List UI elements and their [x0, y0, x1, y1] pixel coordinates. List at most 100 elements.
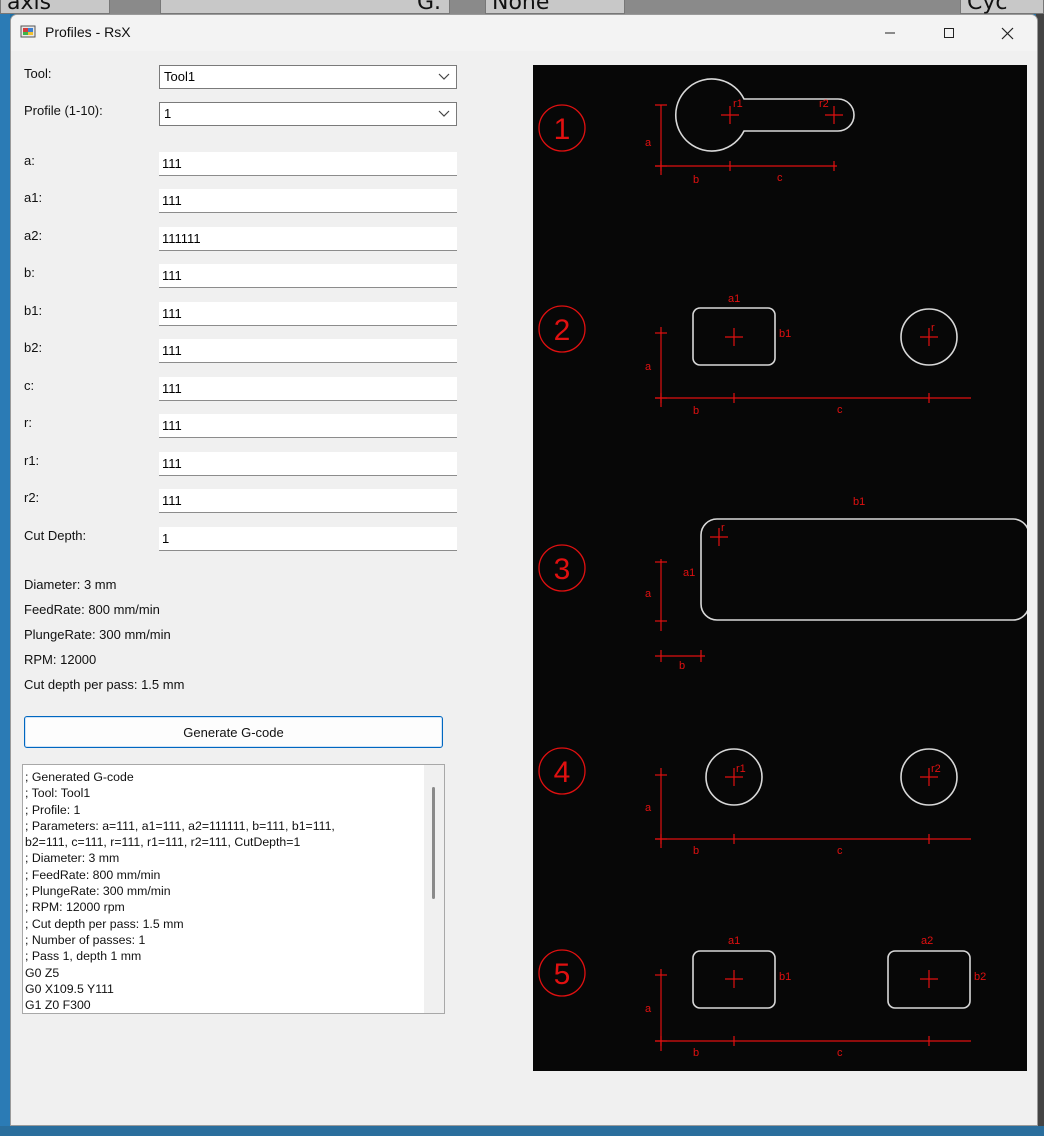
dim-label-c: c [837, 1047, 843, 1059]
profile-number-circle [538, 949, 586, 997]
rectangle-shape [887, 950, 971, 1009]
background-app-strip: axis G. None Cyc [0, 0, 1044, 14]
dim-label-b1: b1 [779, 971, 791, 983]
profile-number-circle [538, 104, 586, 152]
dim-label-c: c [837, 404, 843, 416]
param-label-r1: r1: [24, 453, 40, 468]
profile-number: 5 [554, 958, 571, 991]
gcode-line: ; Profile: 1 [25, 802, 81, 817]
dim-label-b: b [693, 1047, 699, 1059]
dim-label-r2: r2 [931, 763, 941, 775]
tool-select[interactable]: Tool1 [159, 65, 457, 89]
background-app-bottom [0, 1126, 1044, 1136]
title-bar[interactable]: Profiles - RsX [11, 15, 1037, 51]
cut-depth-per-pass-text: Cut depth per pass: 1.5 mm [24, 677, 185, 692]
param-label-r: r: [24, 415, 32, 430]
profile-4-diagram: r1 r2 a b c [645, 748, 971, 857]
param-label-cut-depth: Cut Depth: [24, 528, 87, 543]
dim-label-b2: b2 [974, 971, 986, 983]
param-input-a2[interactable]: 111111 [159, 227, 457, 251]
background-tile: G. [160, 0, 450, 14]
chevron-down-icon [438, 73, 450, 80]
param-input-b1[interactable]: 111 [159, 302, 457, 326]
param-input-r1[interactable]: 111 [159, 452, 457, 476]
profile-diagram: 1 2 3 4 5 r1 r2 a b [538, 78, 1030, 1059]
param-input-b[interactable]: 111 [159, 264, 457, 288]
background-app-left [0, 14, 10, 1126]
gcode-scrollbar[interactable] [424, 765, 444, 1013]
profile-5-diagram: a1 b1 a2 b2 a b c [645, 935, 986, 1059]
dim-label-b: b [693, 405, 699, 417]
circle-shape [705, 748, 763, 806]
dim-label-b1: b1 [853, 496, 865, 508]
param-input-c[interactable]: 111 [159, 377, 457, 401]
app-icon [20, 25, 36, 38]
dim-label-r2: r2 [819, 98, 829, 110]
close-button[interactable] [978, 15, 1036, 51]
maximize-icon [944, 28, 954, 38]
gcode-line: ; Diameter: 3 mm [25, 851, 120, 866]
dim-label-a: a [645, 588, 652, 600]
generate-gcode-button[interactable]: Generate G-code [24, 716, 443, 748]
feedrate-text: FeedRate: 800 mm/min [24, 602, 160, 617]
profile-number-circle [538, 747, 586, 795]
profile-number: 2 [554, 314, 571, 347]
param-label-b1: b1: [24, 303, 43, 318]
gcode-text: ; Generated G-code ; Tool: Tool1; Profile… [23, 769, 423, 1013]
gcode-line: b2=111, c=111, r=111, r1=111, r2=111, Cu… [25, 835, 301, 850]
dim-label-b1: b1 [779, 328, 791, 340]
gcode-line: ; Parameters: a=111, a1=111, a2=111111, … [25, 818, 335, 833]
dim-label-r1: r1 [733, 98, 743, 110]
dim-label-a: a [645, 802, 652, 814]
dim-label-a: a [645, 361, 652, 373]
param-input-r2[interactable]: 111 [159, 489, 457, 513]
profile-number: 3 [554, 553, 571, 586]
gcode-output[interactable]: ; Generated G-code ; Tool: Tool1; Profile… [22, 764, 445, 1014]
dim-label-b: b [679, 660, 685, 672]
rectangle-shape [692, 950, 776, 1009]
profile-diagram-canvas: 1 2 3 4 5 r1 r2 a b [533, 65, 1030, 1071]
tool-select-value: Tool1 [164, 69, 196, 84]
gcode-line: ; Pass 1, depth 1 mm [25, 949, 142, 964]
rectangle-shape [692, 307, 776, 366]
param-input-a1[interactable]: 111 [159, 189, 457, 213]
plungerate-text: PlungeRate: 300 mm/min [24, 627, 171, 642]
background-app-right [1036, 14, 1044, 1136]
minimize-icon [885, 32, 895, 34]
param-input-r[interactable]: 111 [159, 414, 457, 438]
window-title: Profiles - RsX [45, 24, 131, 40]
profiles-window: Profiles - RsX Tool: Tool1 Profile (1-10… [10, 14, 1038, 1126]
dim-label-r: r [721, 522, 725, 534]
diameter-text: Diameter: 3 mm [24, 577, 117, 592]
profile-number-circle [538, 305, 586, 353]
background-tile: None [485, 0, 625, 14]
dim-label-c: c [837, 845, 843, 857]
profile-select[interactable]: 1 [159, 102, 457, 126]
dim-label-c: c [777, 172, 783, 184]
dim-label-a2: a2 [921, 935, 933, 947]
profile-number: 1 [554, 113, 571, 146]
gcode-line: ; Generated G-code [25, 770, 134, 784]
dim-label-a: a [645, 1003, 652, 1015]
scrollbar-thumb[interactable] [432, 787, 435, 899]
param-label-r2: r2: [24, 490, 40, 505]
gcode-line: ; PlungeRate: 300 mm/min [25, 884, 171, 899]
gcode-line: ; FeedRate: 800 mm/min [25, 867, 161, 882]
maximize-button[interactable] [920, 15, 978, 51]
param-input-a[interactable]: 111 [159, 152, 457, 176]
dim-label-a1: a1 [683, 567, 695, 579]
dim-label-a1: a1 [728, 293, 740, 305]
param-input-b2[interactable]: 111 [159, 339, 457, 363]
param-label-a1: a1: [24, 190, 43, 205]
gcode-line: ; Tool: Tool1 [25, 786, 91, 801]
rpm-text: RPM: 12000 [24, 652, 97, 667]
gcode-line: G1 Z0 F300 [25, 998, 91, 1013]
dim-label-b: b [693, 174, 699, 186]
dim-label-b: b [693, 845, 699, 857]
minimize-button[interactable] [861, 15, 919, 51]
dim-label-a1: a1 [728, 935, 740, 947]
keyhole-shape [675, 78, 855, 152]
profile-select-value: 1 [164, 106, 172, 121]
tool-label: Tool: [24, 66, 52, 81]
param-input-cut-depth[interactable]: 1 [159, 527, 457, 551]
